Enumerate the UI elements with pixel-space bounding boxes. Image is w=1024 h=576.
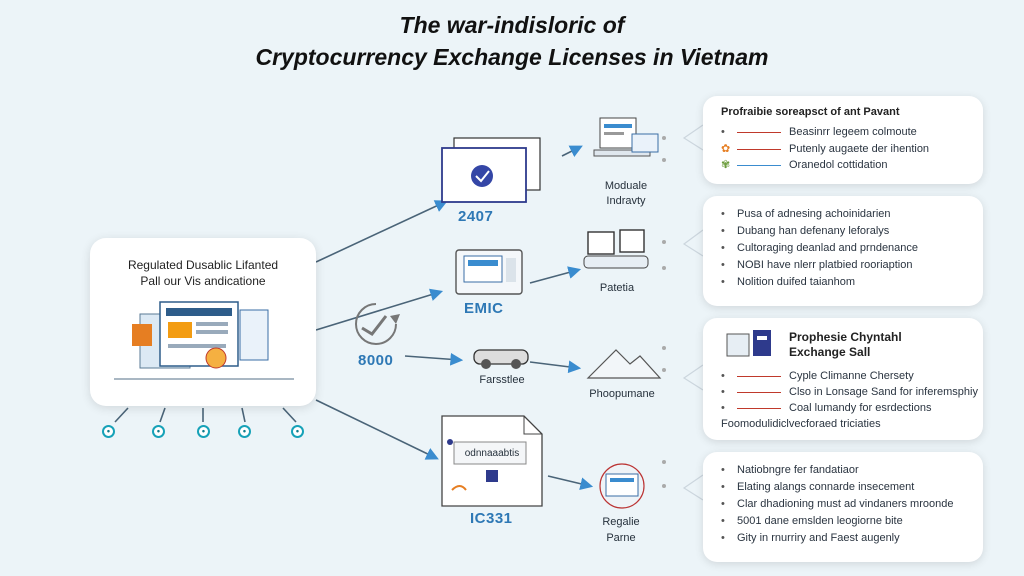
node2-number: EMIC [464,300,504,317]
panel2-row: •Pusa of adnesing achoinidarien [721,208,891,220]
panel3-row: Foomodulidiclvecforaed triciaties [721,418,881,430]
step-dot-4: • [238,425,251,438]
panel3-heading1: Prophesie Chyntahl [789,330,902,344]
node4-caption1: Regalie [602,516,640,528]
step-dot-3: • [197,425,210,438]
main-box-line1: Regulated Dusablic Lifanted [127,258,279,272]
panel2-row: •Dubang han defenany leforalys [721,225,890,237]
main-box-divider [114,378,294,380]
main-regulation-box: Regulated Dusablic Lifanted Pall our Vis… [90,238,316,406]
info-panel-2: •Pusa of adnesing achoinidarien •Dubang … [703,196,983,306]
gear-cycle-icon [355,303,400,345]
info-panel-4: •Natiobngre fer fandatiaor •Elating alan… [703,452,983,562]
link-n3-thumb3 [529,360,582,374]
laptop-chart-icon [593,117,659,157]
page-title-line1: The war-indisloric of [399,12,625,38]
link-main-dot2 [159,407,166,423]
node4-caption2: Parne [606,532,636,544]
monitor-icon [599,463,645,509]
link-main-n1 [315,200,448,263]
panel3-heading2: Exchange Sall [789,345,871,359]
panel4-row: •Gity in rnurriry and Faest augenly [721,532,900,544]
panel3-row: •Cyple Climanne Chersety [721,370,914,382]
panel4-row: •Natiobngre fer fandatiaor [721,464,859,476]
info-panel-1: Profraibie soreapsct of ant Pavant •Beas… [703,96,983,184]
node4-card-label: odnnaaabtis [464,448,520,459]
vehicle-icon [473,349,529,369]
node1-caption2: Indravty [606,195,646,207]
step-dot-5: • [291,425,304,438]
tablet-device-icon [455,249,523,295]
step-dot-2: • [152,425,165,438]
link-main-n3 [404,352,464,366]
panel2-row: •Cultoraging deanlad and prndenance [721,242,919,254]
exchange-building-icon [726,330,771,357]
link-n1-thumb1 [561,145,583,158]
certificate-document-icon [441,415,543,507]
panel4-row: •5001 dane emslden leogiorne bite [721,515,903,527]
panel4-row: •Clar dhadioning must ad vindaners mroon… [721,498,954,510]
node1-caption1: Moduale [604,180,648,192]
link-main-dot5 [282,407,297,423]
link-n4-thumb4 [547,475,594,491]
node3-caption2: Phoopumane [589,388,655,400]
panel1-row: ✿Putenly augaete der ihention [721,143,930,155]
devices-illustration [583,229,649,269]
link-main-dot4 [241,407,246,423]
node4-number: IC331 [470,510,513,527]
link-main-n2 [315,288,444,331]
document-stack-illustration [132,301,269,369]
link-n2-thumb2 [529,266,582,284]
panel3-row: •Coal lumandy for esrdections [721,402,932,414]
node3-caption1: Farsstlee [479,374,525,386]
panel1-row: •Beasinrr legeem colmoute [721,126,917,138]
panel2-row: •Nolition duifed taianhom [721,276,856,288]
apple-card-icon [441,137,541,203]
panel1-heading: Profraibie soreapsct of ant Pavant [721,106,900,118]
node1-number: 2407 [458,208,494,225]
link-main-dot1 [114,407,129,423]
main-box-line2: Pall our Vis andicatione [140,274,266,288]
page-title-line2: Cryptocurrency Exchange Licenses in Viet… [255,44,769,70]
link-main-n4 [315,399,439,460]
panel2-row: •NOBI have nlerr platbied rooriaption [721,259,913,271]
step-dot-1: • [102,425,115,438]
info-panel-3: Prophesie Chyntahl Exchange Sall •Cyple … [703,318,983,440]
panel1-row: ✾Oranedol cottidation [721,159,888,171]
panel3-row: •Clso in Lonsage Sand for inferemsphiy [721,386,978,398]
node2-caption: Patetia [599,282,635,294]
mountain-illustration [586,349,662,379]
node3-number: 8000 [358,352,394,369]
panel4-row: •Elating alangs connarde insecement [721,481,915,493]
